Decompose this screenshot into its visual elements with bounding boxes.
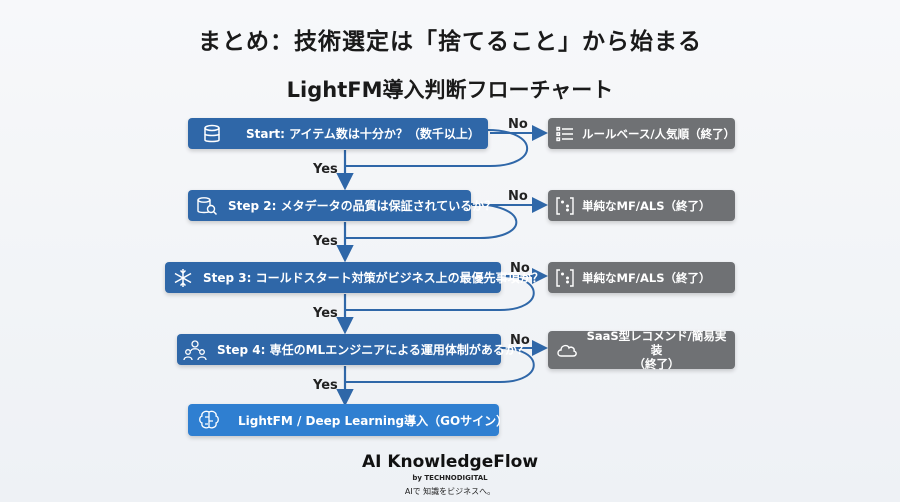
outcome-2-box: 単純なMF/ALS（終了） bbox=[548, 190, 735, 221]
matrix-icon bbox=[556, 196, 574, 215]
step-3-label: Step 3: コールドスタート対策がビジネス上の最優先事項か？ bbox=[203, 271, 544, 285]
footer-brand: AI KnowledgeFlow bbox=[361, 452, 539, 472]
step-4-label: Step 4: 専任のMLエンジニアによる運用体制があるか？ bbox=[217, 343, 529, 357]
no-label-2: No bbox=[508, 189, 528, 204]
step-4-box: Step 4: 専任のMLエンジニアによる運用体制があるか？ bbox=[177, 334, 529, 365]
outcome-4-label-line1: SaaS型レコメンド/簡易実装 bbox=[586, 329, 727, 357]
outcome-4-label-line2: （終了） bbox=[633, 357, 680, 371]
outcome-1-box: ルールベース/人気順（終了） bbox=[548, 118, 735, 149]
step-2-label: Step 2: メタデータの品質は保証されているか？ bbox=[228, 199, 497, 213]
no-label-4: No bbox=[510, 333, 530, 348]
outcome-4-box: SaaS型レコメンド/簡易実装 （終了） bbox=[548, 329, 735, 371]
step-3-box: Step 3: コールドスタート対策がビジネス上の最優先事項か？ bbox=[165, 262, 544, 293]
step-start-label: Start: アイテム数は十分か？（数千以上） bbox=[246, 127, 480, 141]
final-go-label: LightFM / Deep Learning導入（GOサイン） bbox=[238, 413, 509, 428]
brain-icon bbox=[198, 410, 220, 430]
outcome-2-label: 単純なMF/ALS（終了） bbox=[582, 198, 711, 213]
yes-label-4: Yes bbox=[313, 378, 338, 393]
footer-by: by TECHNODIGITAL bbox=[412, 474, 488, 482]
footer-tagline: AIで 知識をビジネスへ。 bbox=[404, 487, 496, 496]
outcome-3-box: 単純なMF/ALS（終了） bbox=[548, 262, 735, 293]
cloud-icon bbox=[556, 342, 578, 358]
list-icon bbox=[556, 126, 574, 142]
yes-label-3: Yes bbox=[313, 306, 338, 321]
step-2-box: Step 2: メタデータの品質は保証されているか？ bbox=[188, 190, 496, 221]
snowflake-icon bbox=[173, 268, 193, 288]
team-gear-icon bbox=[183, 339, 207, 361]
main-title: まとめ：技術選定は「捨てること」から始まる bbox=[198, 29, 702, 55]
final-go-box: LightFM / Deep Learning導入（GOサイン） bbox=[188, 404, 508, 436]
outcome-1-label: ルールベース/人気順（終了） bbox=[582, 126, 736, 141]
outcome-3-label: 単純なMF/ALS（終了） bbox=[582, 270, 711, 285]
no-label-3: No bbox=[510, 261, 530, 276]
step-start-box: Start: アイテム数は十分か？（数千以上） bbox=[188, 118, 488, 149]
yes-label-1: Yes bbox=[313, 162, 338, 177]
flowchart-title: LightFM導入判断フローチャート bbox=[286, 78, 614, 102]
matrix-icon bbox=[556, 268, 574, 287]
database-icon bbox=[202, 124, 222, 144]
yes-label-2: Yes bbox=[313, 234, 338, 249]
database-search-icon bbox=[196, 196, 218, 216]
no-label-1: No bbox=[508, 117, 528, 132]
